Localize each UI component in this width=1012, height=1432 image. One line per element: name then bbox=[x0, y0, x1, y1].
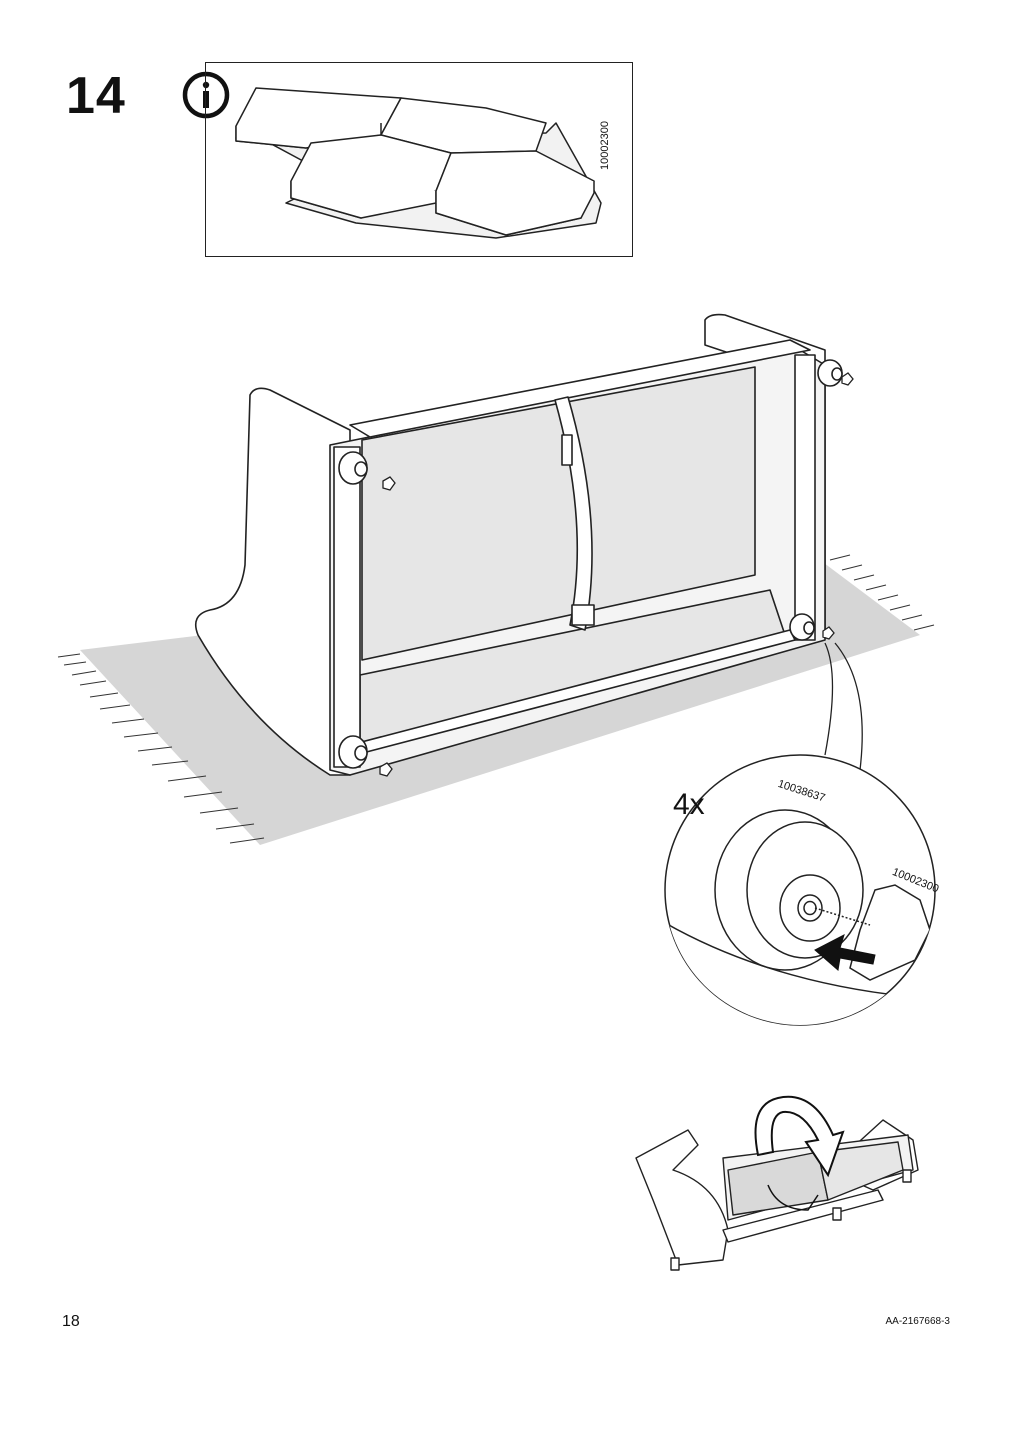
push-arrow bbox=[814, 934, 876, 971]
step-number: 14 bbox=[66, 67, 126, 125]
rotate-arrow-icon bbox=[754, 1095, 845, 1178]
info-icon bbox=[182, 71, 230, 119]
rug-fringe-left bbox=[57, 653, 265, 844]
info-panel bbox=[205, 62, 633, 257]
foot-detail-illustration bbox=[664, 754, 936, 1026]
flip-sofa-illustration bbox=[635, 1095, 919, 1271]
sofa-assembly-illustration bbox=[57, 313, 935, 845]
page-number: 18 bbox=[62, 1313, 80, 1330]
info-part-number: 10002300 bbox=[599, 121, 611, 170]
felt-pads bbox=[379, 372, 854, 777]
document-code: AA-2167668-3 bbox=[885, 1316, 951, 1327]
rug-fringe-right bbox=[829, 554, 935, 631]
sofa-feet bbox=[338, 359, 843, 769]
quantity-label: 4x bbox=[673, 788, 705, 821]
felt-pads-illustration bbox=[235, 87, 602, 239]
